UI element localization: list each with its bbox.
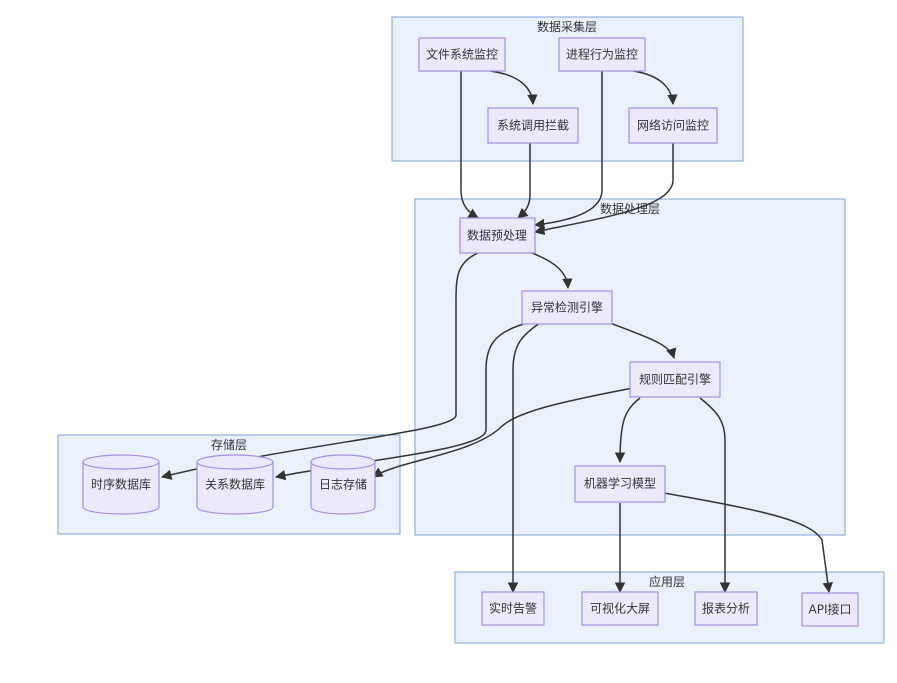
- node-syscall-intercept-label: 系统调用拦截: [497, 119, 569, 133]
- node-fs-monitor[interactable]: 文件系统监控: [418, 37, 506, 72]
- edge-ml-to-api: [663, 492, 833, 594]
- edge-rule-to-ml: [614, 397, 641, 464]
- edge-fs-to-syscall: [489, 70, 538, 106]
- node-preprocess-label: 数据预处理: [467, 228, 527, 243]
- node-ml-model-label: 机器学习模型: [584, 476, 656, 491]
- node-net-monitor-label: 网络访问监控: [637, 118, 709, 133]
- group-process-title: 数据处理层: [600, 201, 660, 216]
- node-anomaly-engine[interactable]: 异常检测引擎: [521, 290, 613, 325]
- node-ml-model[interactable]: 机器学习模型: [574, 465, 666, 503]
- node-ts-db[interactable]: 时序数据库: [82, 454, 160, 515]
- node-alert-label: 实时告警: [489, 601, 537, 616]
- group-app-title: 应用层: [649, 574, 685, 589]
- node-report[interactable]: 报表分析: [694, 591, 758, 626]
- group-storage-title: 存储层: [211, 437, 247, 452]
- edge-rule-to-report: [699, 397, 731, 594]
- node-preprocess[interactable]: 数据预处理: [459, 217, 536, 254]
- node-rel-db[interactable]: 关系数据库: [196, 454, 274, 515]
- edge-proc-to-preprocess: [533, 71, 603, 230]
- edge-rule-to-logstore: [372, 387, 634, 478]
- node-syscall-intercept[interactable]: 系统调用拦截: [487, 107, 579, 144]
- node-proc-monitor[interactable]: 进程行为监控: [558, 37, 646, 72]
- node-rule-engine-label: 规则匹配引擎: [639, 372, 711, 387]
- node-proc-monitor-label: 进程行为监控: [566, 47, 638, 62]
- node-log-store[interactable]: 日志存储: [310, 454, 376, 515]
- node-rule-engine[interactable]: 规则匹配引擎: [629, 361, 721, 398]
- node-fs-monitor-label: 文件系统监控: [426, 47, 498, 62]
- edge-fs-to-preprocess: [460, 71, 479, 219]
- edge-proc-to-net: [632, 70, 678, 106]
- node-alert[interactable]: 实时告警: [481, 591, 545, 626]
- node-log-store-label: 日志存储: [319, 477, 367, 492]
- node-dashboard[interactable]: 可视化大屏: [581, 591, 659, 626]
- edge-syscall-to-preprocess: [517, 143, 531, 219]
- edge-anomaly-to-rule: [609, 322, 677, 360]
- edge-anomaly-to-alert: [507, 322, 541, 594]
- group-collect-title: 数据采集层: [537, 19, 597, 34]
- node-rel-db-label: 关系数据库: [205, 477, 265, 492]
- node-anomaly-engine-label: 异常检测引擎: [531, 300, 603, 315]
- node-api-label: API接口: [809, 602, 852, 617]
- node-api[interactable]: API接口: [801, 592, 859, 627]
- edge-preprocess-to-anomaly: [531, 252, 573, 290]
- node-ts-db-label: 时序数据库: [91, 477, 151, 492]
- node-report-label: 报表分析: [702, 601, 750, 616]
- node-dashboard-label: 可视化大屏: [590, 601, 650, 616]
- edge-net-to-preprocess: [533, 143, 674, 236]
- node-net-monitor[interactable]: 网络访问监控: [628, 107, 718, 144]
